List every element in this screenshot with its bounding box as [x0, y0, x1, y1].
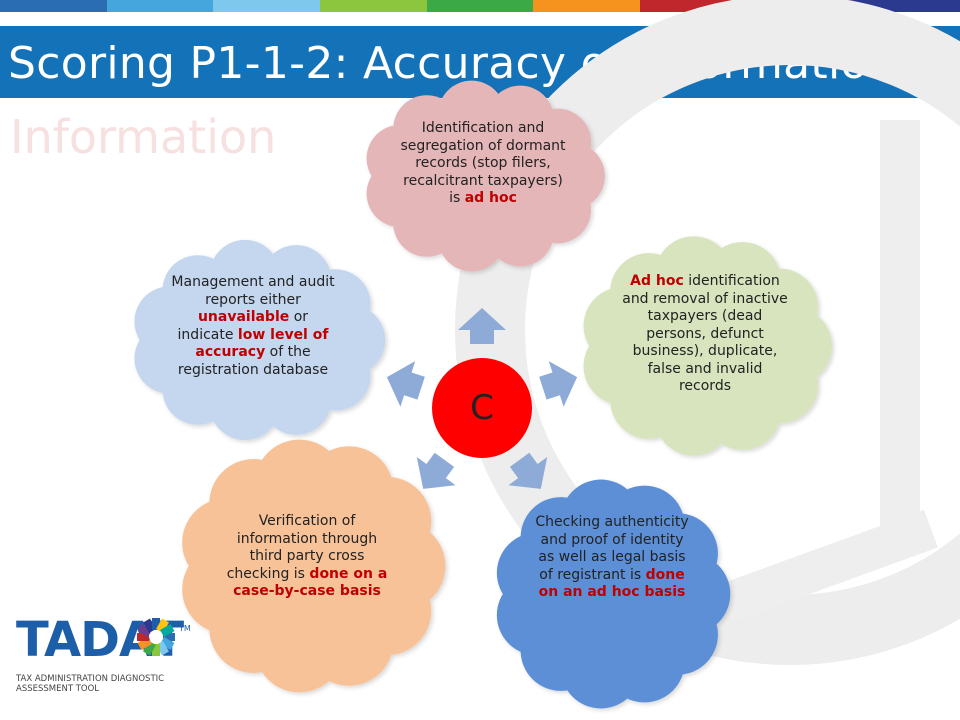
- cloud-bottom-right: [496, 479, 731, 709]
- cycle-arrow: [458, 308, 506, 344]
- stripe-segment: [213, 0, 321, 12]
- stripe-segment: [320, 0, 427, 12]
- logo-wheel-segment: [156, 618, 169, 633]
- cloud-top-highlight: ad hoc: [464, 190, 517, 206]
- cloud-left-text-main: Management and audit reports either: [171, 274, 335, 308]
- cloud-top: [366, 80, 605, 272]
- logo-wheel-segment: [152, 618, 160, 630]
- cloud-left-highlight-1: unavailable: [197, 309, 290, 325]
- stripe-segment: [426, 0, 534, 12]
- cloud-left-text-end: of the registration database: [177, 344, 329, 378]
- logo-wheel-segment: [152, 644, 160, 656]
- logo-wheel-segment: [160, 624, 175, 637]
- stripe-segment: [0, 0, 107, 12]
- center-score-circle: C: [432, 358, 532, 458]
- cloud-left-text: Management and audit reports either unav…: [168, 274, 338, 379]
- logo-tagline: TAX ADMINISTRATION DIAGNOSTIC ASSESSMENT…: [16, 674, 164, 694]
- cloud-bottom-right-highlight: done on an ad hoc basis: [538, 566, 686, 601]
- cloud-bottom-right-text: Checking authenticity and proof of ident…: [534, 514, 690, 602]
- center-score: C: [470, 388, 494, 428]
- cloud-right-text: Ad hoc identification and removal of ina…: [620, 273, 790, 396]
- stripe-segment: [106, 0, 214, 12]
- cloud-bottom-left-text: Verification of information through thir…: [222, 513, 392, 601]
- cloud-right-text-main: identification and removal of inactive t…: [622, 273, 788, 394]
- logo-wheel-segment: [143, 641, 156, 656]
- cloud-bottom-left-text-main: Verification of information through thir…: [226, 513, 378, 582]
- cloud-right: [583, 236, 832, 456]
- cycle-arrow: [416, 452, 456, 489]
- logo-wheel-segment: [160, 637, 175, 650]
- cycle-arrow: [508, 452, 548, 489]
- tadat-logo: TADAT TM TAX ADMINISTRATION DIAGNOSTIC A…: [16, 612, 196, 702]
- cloud-top-text-main: Identification and segregation of dorman…: [400, 120, 566, 206]
- cloud-top-text: Identification and segregation of dorman…: [398, 120, 568, 208]
- cloud-left-highlight-2: low level of accuracy: [195, 326, 329, 361]
- cycle-arrows: [386, 308, 578, 489]
- logo-tagline-line2: ASSESSMENT TOOL: [16, 684, 100, 694]
- cloud-left-text-mid: or indicate: [177, 309, 309, 343]
- logo-tagline-line1: TAX ADMINISTRATION DIAGNOSTIC: [16, 674, 165, 684]
- logo-wheel-segment: [137, 624, 152, 637]
- cloud-bottom-left-highlight: done on a case-by-case basis: [233, 565, 388, 600]
- stripe-segment: [533, 0, 641, 12]
- cloud-bottom-right-text-main: Checking authenticity and proof of ident…: [535, 514, 689, 583]
- cycle-arrow: [386, 361, 425, 407]
- cloud-left: [134, 239, 386, 441]
- cloud-right-highlight: Ad hoc: [630, 273, 684, 289]
- logo-trademark: TM: [179, 624, 191, 633]
- cycle-arrow: [539, 361, 578, 407]
- logo-wheel-icon: [137, 618, 175, 656]
- ghost-title: Information: [10, 110, 277, 164]
- cloud-bottom-left: [182, 439, 446, 693]
